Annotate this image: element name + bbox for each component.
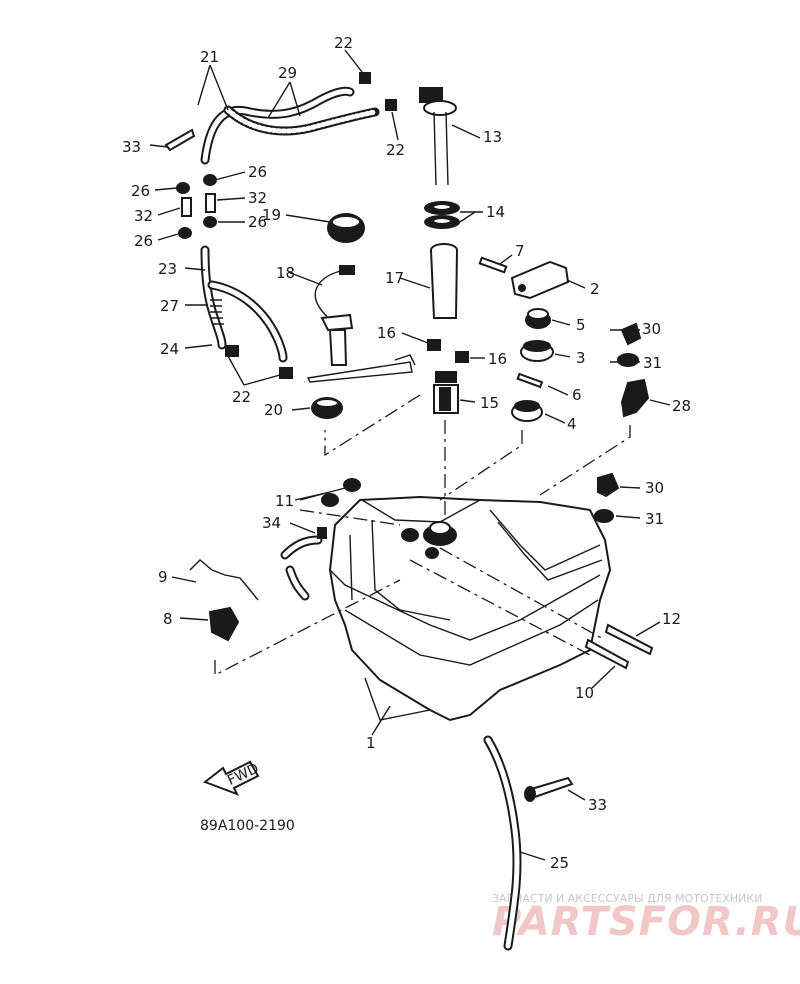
screw-33b	[524, 776, 574, 802]
hose-clip	[385, 99, 397, 111]
leader-lines	[149, 49, 671, 861]
pin	[478, 256, 508, 274]
label-24: 24	[160, 340, 179, 358]
screw-33a	[164, 128, 196, 152]
label-26d: 26	[134, 232, 153, 250]
label-31b: 31	[645, 510, 664, 528]
fuel-cock-18	[306, 265, 416, 383]
label-32b: 32	[134, 207, 153, 225]
breather-hose	[200, 245, 288, 363]
label-23: 23	[158, 260, 177, 278]
label-16a: 16	[377, 324, 396, 342]
label-22a: 22	[334, 34, 353, 52]
washer-31a	[617, 353, 639, 367]
label-30a: 30	[642, 320, 661, 338]
label-18: 18	[276, 264, 295, 282]
label-22c: 22	[232, 388, 251, 406]
grommet-19	[327, 213, 365, 243]
nut-30b	[597, 472, 620, 498]
label-32a: 32	[248, 189, 267, 207]
grommet-11b	[321, 493, 339, 507]
label-4: 4	[567, 415, 577, 433]
label-20: 20	[264, 401, 283, 419]
label-16b: 16	[488, 350, 507, 368]
label-8: 8	[163, 610, 173, 628]
label-26b: 26	[131, 182, 150, 200]
fuel-pipe	[430, 243, 458, 319]
breather-pipe-34	[280, 527, 327, 601]
label-25: 25	[550, 854, 569, 872]
label-15: 15	[480, 394, 499, 412]
drain-hose	[483, 735, 522, 951]
cap-8	[208, 606, 240, 642]
label-10: 10	[575, 684, 594, 702]
label-14: 14	[486, 203, 505, 221]
clip-16b	[455, 351, 469, 363]
hose-clip	[359, 72, 371, 84]
damper-4	[511, 400, 543, 422]
diagram-code: 89A100-2190	[200, 818, 295, 834]
fwd-arrow-icon: FWD	[202, 761, 261, 796]
spring-9	[189, 559, 259, 601]
label-11: 11	[275, 492, 294, 510]
grommet-5	[525, 308, 551, 329]
label-7: 7	[515, 242, 525, 260]
grommet-11a	[343, 478, 361, 492]
o-rings	[424, 201, 460, 229]
collar	[516, 372, 544, 389]
damper-3	[520, 340, 554, 362]
clip-16a	[427, 339, 441, 351]
fuel-hoses-top	[200, 86, 380, 165]
label-26a: 26	[248, 163, 267, 181]
label-34: 34	[262, 514, 281, 532]
label-6: 6	[572, 386, 582, 404]
fwd-label: FWD	[225, 761, 261, 789]
label-5: 5	[576, 316, 586, 334]
label-28: 28	[672, 397, 691, 415]
watermark-brand: PARTSFOR.RU	[492, 899, 800, 945]
damper-20	[311, 397, 343, 419]
label-21: 21	[200, 48, 219, 66]
label-22b: 22	[386, 141, 405, 159]
label-29: 29	[278, 64, 297, 82]
label-1: 1	[366, 734, 376, 752]
label-27: 27	[160, 297, 179, 315]
fuel-filter-15	[433, 371, 459, 414]
label-19: 19	[262, 206, 281, 224]
label-33a: 33	[122, 138, 141, 156]
washer-31b	[594, 509, 614, 523]
nut-30a	[620, 322, 642, 346]
fuel-tank	[328, 495, 612, 722]
label-9: 9	[158, 568, 168, 586]
clip-22b	[225, 345, 239, 357]
label-3: 3	[576, 349, 586, 367]
label-13: 13	[483, 128, 502, 146]
bracket-28	[620, 378, 650, 418]
label-30b: 30	[645, 479, 664, 497]
clip-22c	[279, 367, 293, 379]
watermark-tagline: ЗАПЧАСТИ И АКСЕССУАРЫ ДЛЯ МОТОТЕХНИКИ	[492, 892, 762, 905]
label-12: 12	[662, 610, 681, 628]
assembly-lines	[214, 394, 631, 677]
label-26c: 26	[248, 213, 267, 231]
lock-bracket	[510, 260, 570, 300]
label-2: 2	[590, 280, 600, 298]
bolt-10	[584, 638, 630, 670]
hose-joints	[176, 174, 217, 239]
fuel-sender-unit	[419, 87, 457, 186]
label-33b: 33	[588, 796, 607, 814]
label-31a: 31	[643, 354, 662, 372]
label-17: 17	[385, 269, 404, 287]
bolt-12	[604, 623, 654, 656]
